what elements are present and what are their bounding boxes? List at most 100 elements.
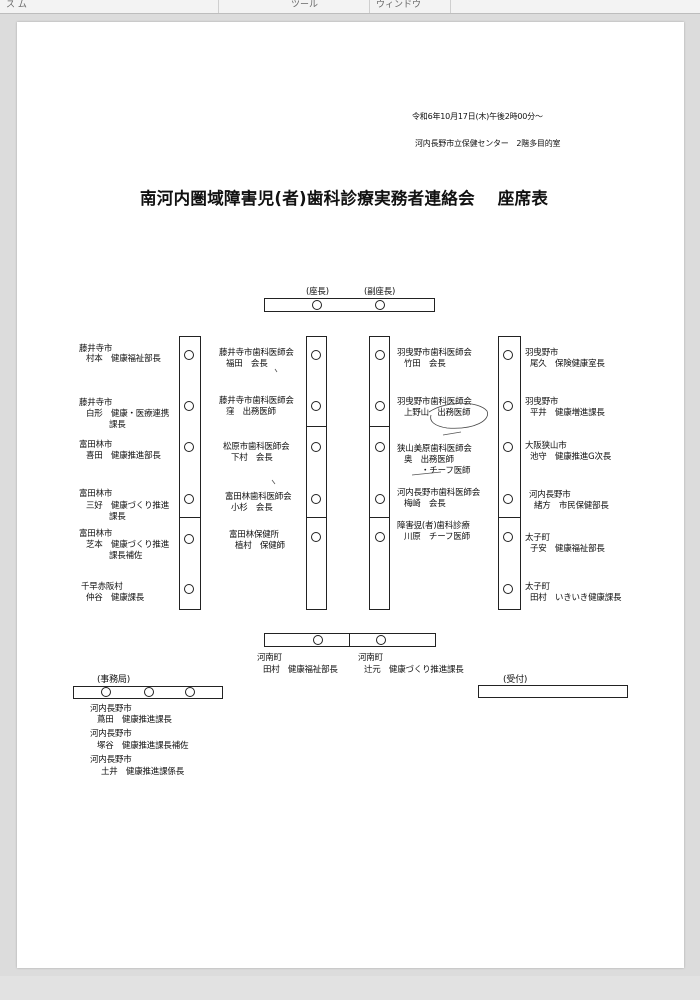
col3-name-1: 竹田 会長	[404, 359, 446, 369]
col2-name-3: 下村 会長	[231, 453, 273, 463]
vice-chair-label: (副座長)	[364, 287, 396, 297]
reception-label: (受付)	[503, 675, 528, 685]
col1-name-4b: 課長	[109, 512, 126, 522]
col3-org-3: 狭山美原歯科医師会	[397, 444, 472, 454]
bottom-left-name: 田村 健康福祉部長	[263, 665, 338, 675]
secretariat-org-2: 河内長野市	[90, 729, 132, 739]
col1-org-1: 藤井寺市	[79, 344, 113, 354]
col1-name-2b: 課長	[109, 420, 126, 430]
seat-col1-3	[184, 442, 194, 452]
seat-col2-4	[311, 494, 321, 504]
toolbar-tab-1[interactable]: ス ム	[0, 0, 219, 13]
seat-col1-5	[184, 534, 194, 544]
table-col3	[369, 336, 390, 610]
col2-name-1: 福田 会長	[226, 359, 268, 369]
bottom-left-org: 河南町	[257, 653, 282, 663]
col3-name-2: 上野山 出務医師	[404, 408, 471, 418]
table-col1	[179, 336, 201, 610]
col1-org-2: 藤井寺市	[79, 398, 113, 408]
table-col2	[306, 336, 327, 610]
col1-name-2a: 白形 健康・医療連携	[86, 409, 170, 419]
meeting-datetime: 令和6年10月17日(木)午後2時00分～	[412, 112, 543, 121]
seat-col3-2	[375, 401, 385, 411]
seat-col3-5	[375, 532, 385, 542]
bottom-right-org: 河南町	[358, 653, 383, 663]
col2-name-2: 窪 出務医師	[226, 407, 276, 417]
secretariat-name-2: 塚谷 健康推進課長補佐	[97, 741, 189, 751]
reception-table	[478, 685, 628, 698]
meeting-venue: 河内長野市立保健センター 2階多目的室	[415, 139, 561, 148]
col3-org-4: 河内長野市歯科医師会	[397, 488, 481, 498]
bottom-right-name: 辻元 健康づくり推進課長	[364, 665, 464, 675]
table-col2-divider-2	[306, 517, 327, 518]
col1-name-6: 仲谷 健康課長	[86, 593, 145, 603]
seat-col4-3	[503, 442, 513, 452]
col1-name-1: 村本 健康福祉部長	[86, 354, 161, 364]
seat-col3-4	[375, 494, 385, 504]
toolbar-tab-3[interactable]: ウィンドウ	[370, 0, 451, 13]
toolbar-tab-2[interactable]: ツール	[219, 0, 370, 13]
secretariat-org-3: 河内長野市	[90, 755, 132, 765]
table-col4-divider	[498, 517, 521, 518]
col4-name-3: 池守 健康推進G次長	[530, 452, 612, 462]
seat-secretariat-3	[185, 687, 195, 697]
col1-name-5a: 芝本 健康づくり推進	[86, 540, 170, 550]
col4-org-2: 羽曳野市	[525, 397, 559, 407]
seat-secretariat-1	[101, 687, 111, 697]
table-col4	[498, 336, 521, 610]
seat-col4-1	[503, 350, 513, 360]
seat-col3-1	[375, 350, 385, 360]
table-col1-divider	[179, 517, 201, 518]
seat-col1-1	[184, 350, 194, 360]
seat-col3-3	[375, 442, 385, 452]
seat-bottom-right	[376, 635, 386, 645]
col1-org-3: 富田林市	[79, 440, 113, 450]
col3-name-3a: 奥 出務医師	[404, 455, 454, 465]
toolbar-tab-3-label: ウィンドウ	[376, 0, 422, 10]
app-toolbar: ス ム ツール ウィンドウ	[0, 0, 700, 14]
seat-chair	[312, 300, 322, 310]
seat-col2-5	[311, 532, 321, 542]
seat-bottom-left	[313, 635, 323, 645]
col1-name-5b: 課長補佐	[109, 551, 143, 561]
top-head-table	[264, 298, 435, 312]
seat-col1-6	[184, 584, 194, 594]
col4-name-6: 田村 いきいき健康課長	[530, 593, 622, 603]
col1-org-6: 千早赤阪村	[81, 582, 123, 592]
col3-name-4: 梅崎 会長	[404, 499, 446, 509]
col2-name-4: 小杉 会長	[231, 503, 273, 513]
col1-name-3: 喜田 健康推進部長	[86, 451, 161, 461]
document-page: 令和6年10月17日(木)午後2時00分～ 河内長野市立保健センター 2階多目的…	[17, 22, 684, 968]
col4-org-4: 河内長野市	[529, 490, 571, 500]
col4-org-5: 太子町	[525, 533, 550, 543]
bottom-bar	[0, 976, 700, 1000]
col4-name-2: 平井 健康増進課長	[530, 408, 605, 418]
col4-name-1: 尾久 保険健康室長	[530, 359, 605, 369]
col3-org-2: 羽曳野市歯科医師会	[397, 397, 472, 407]
handwritten-marks	[271, 368, 488, 530]
bottom-table-divider	[349, 633, 350, 647]
secretariat-name-1: 蔦田 健康推進課長	[97, 715, 172, 725]
secretariat-name-3: 土井 健康推進課係長	[101, 767, 185, 777]
page-title: 南河内圏域障害児(者)歯科診療実務者連絡会 座席表	[140, 189, 549, 208]
table-col3-divider-2	[369, 517, 390, 518]
col4-name-5: 子安 健康福祉部長	[530, 544, 605, 554]
seat-vice-chair	[375, 300, 385, 310]
seat-col1-4	[184, 494, 194, 504]
col3-name-3b: ・チーフ医師	[421, 466, 471, 476]
seat-col4-5	[503, 532, 513, 542]
col2-name-5: 植村 保健師	[235, 541, 285, 551]
seat-col2-1	[311, 350, 321, 360]
chair-label: (座長)	[306, 287, 329, 297]
col2-org-1: 藤井寺市歯科医師会	[219, 348, 294, 358]
col3-org-1: 羽曳野市歯科医師会	[397, 348, 472, 358]
table-col2-divider-1	[306, 426, 327, 427]
col4-org-6: 太子町	[525, 582, 550, 592]
col1-org-5: 富田林市	[79, 529, 113, 539]
col3-org-5: 障害児(者)歯科診療	[397, 521, 470, 531]
col2-org-3: 松原市歯科医師会	[223, 442, 290, 452]
col4-org-3: 大阪狭山市	[525, 441, 567, 451]
seat-col4-4	[503, 494, 513, 504]
col4-org-1: 羽曳野市	[525, 348, 559, 358]
seat-col2-3	[311, 442, 321, 452]
